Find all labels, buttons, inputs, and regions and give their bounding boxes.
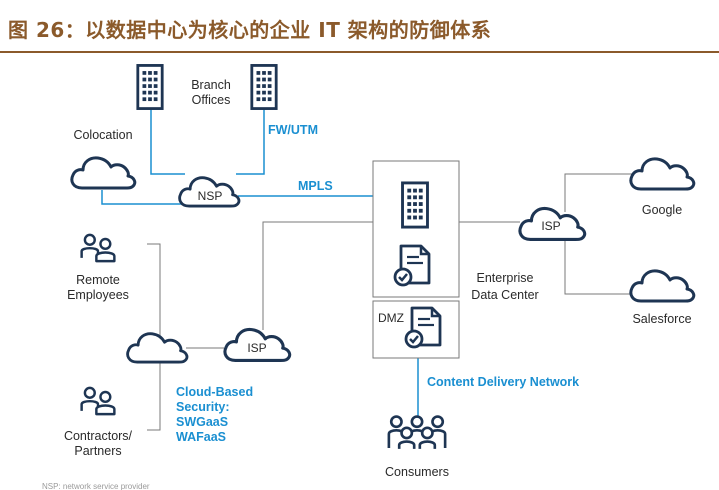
cloud-security-label-line2: Security:	[176, 400, 230, 414]
security-cloud-icon	[126, 332, 189, 364]
branch-offices-label-line2: Offices	[192, 93, 231, 107]
salesforce-cloud-icon	[629, 269, 696, 303]
branch-offices-label-line1: Branch	[191, 78, 231, 92]
figure-title: 图 26：以数据中心为核心的企业 IT 架构的防御体系	[8, 18, 492, 42]
contractors-partners-icon	[80, 386, 116, 416]
link-branch-nsp	[150, 108, 185, 175]
enterprise-dc-label-line2: Data Center	[471, 288, 538, 302]
remote-employees-label-line1: Remote	[76, 273, 120, 287]
link-contractors-isp	[147, 360, 161, 431]
link-isp-datacenter	[262, 221, 389, 330]
consumers-label: Consumers	[385, 465, 449, 479]
nsp-label: NSP	[198, 189, 223, 203]
title-divider	[0, 51, 719, 53]
link-isp-google	[564, 173, 633, 212]
cloud-security-label-line3: SWGaaS	[176, 415, 228, 429]
consumers-icon	[387, 415, 447, 450]
dmz-document-icon	[404, 306, 442, 349]
google-cloud-icon	[629, 157, 696, 191]
contractors-label-line2: Partners	[74, 444, 121, 458]
cloud-security-label-line4: WAFaaS	[176, 430, 226, 444]
footnote: NSP: network service provider	[42, 482, 150, 490]
link-colocation-nsp	[101, 190, 185, 205]
remote-employees-label-line2: Employees	[67, 288, 129, 302]
salesforce-label: Salesforce	[632, 312, 691, 326]
link-isp-salesforce	[564, 240, 633, 295]
branch-office-building-icon	[136, 63, 164, 111]
datacenter-document-icon	[393, 244, 431, 287]
dmz-label: DMZ	[378, 311, 404, 325]
colocation-cloud-icon	[70, 156, 137, 190]
link-branch-fw-nsp	[236, 108, 265, 175]
google-label: Google	[642, 203, 682, 217]
connection-lines	[101, 108, 633, 431]
mpls-label: MPLS	[298, 179, 333, 193]
isp-right-label: ISP	[541, 219, 560, 233]
enterprise-dc-label-line1: Enterprise	[477, 271, 534, 285]
contractors-label-line1: Contractors/	[64, 429, 133, 443]
remote-employees-icon	[80, 233, 116, 263]
fw-utm-label: FW/UTM	[268, 123, 318, 137]
branch-office-fw-building-icon	[250, 63, 278, 111]
cloud-security-label-line1: Cloud-Based	[176, 385, 253, 399]
cdn-label: Content Delivery Network	[427, 375, 579, 389]
colocation-label: Colocation	[73, 128, 132, 142]
isp-left-label: ISP	[247, 341, 266, 355]
